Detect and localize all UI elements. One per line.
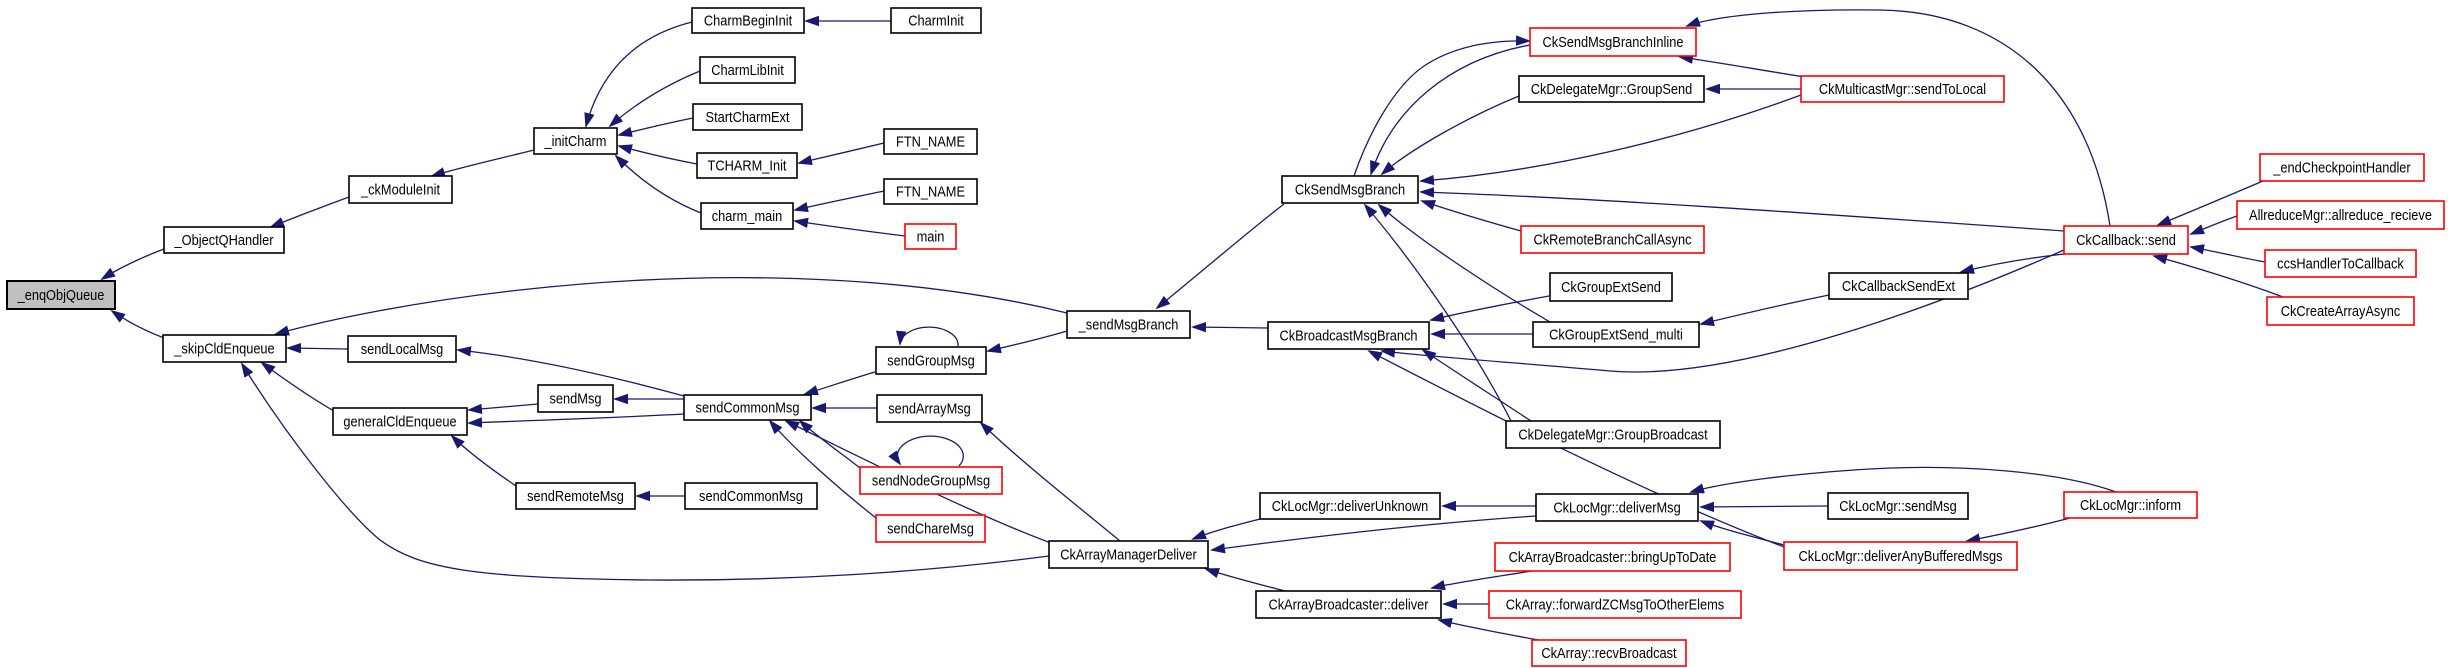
svg-text:StartCharmExt: StartCharmExt <box>706 108 790 125</box>
svg-text:CkArrayBroadcaster::deliver: CkArrayBroadcaster::deliver <box>1268 596 1428 613</box>
svg-text:_enqObjQueue: _enqObjQueue <box>17 286 105 303</box>
svg-text:_initCharm: _initCharm <box>544 132 607 149</box>
svg-text:CkLocMgr::deliverAnyBufferedMs: CkLocMgr::deliverAnyBufferedMsgs <box>1798 547 2002 564</box>
svg-text:CkGroupExtSend: CkGroupExtSend <box>1561 278 1661 295</box>
svg-text:sendLocalMsg: sendLocalMsg <box>361 340 444 357</box>
svg-text:_sendMsgBranch: _sendMsgBranch <box>1078 316 1179 333</box>
svg-text:CkLocMgr::inform: CkLocMgr::inform <box>2080 496 2181 513</box>
svg-text:CharmLibInit: CharmLibInit <box>711 61 784 78</box>
svg-text:sendCommonMsg: sendCommonMsg <box>699 487 803 504</box>
svg-text:CkGroupExtSend_multi: CkGroupExtSend_multi <box>1549 326 1683 343</box>
svg-text:CkArray::forwardZCMsgToOtherEl: CkArray::forwardZCMsgToOtherElems <box>1506 596 1724 613</box>
svg-text:main: main <box>917 228 945 245</box>
svg-text:CkLocMgr::deliverUnknown: CkLocMgr::deliverUnknown <box>1272 497 1429 514</box>
svg-text:CkLocMgr::sendMsg: CkLocMgr::sendMsg <box>1839 497 1956 514</box>
svg-text:CkArrayBroadcaster::bringUpToD: CkArrayBroadcaster::bringUpToDate <box>1509 548 1717 565</box>
svg-text:generalCldEnqueue: generalCldEnqueue <box>343 413 456 430</box>
svg-text:sendChareMsg: sendChareMsg <box>887 520 974 537</box>
svg-text:sendCommonMsg: sendCommonMsg <box>696 399 800 416</box>
svg-text:CkArray::recvBroadcast: CkArray::recvBroadcast <box>1541 644 1676 661</box>
svg-text:sendMsg: sendMsg <box>550 390 602 407</box>
svg-text:CkCreateArrayAsync: CkCreateArrayAsync <box>2281 302 2401 319</box>
svg-text:_ckModuleInit: _ckModuleInit <box>360 181 440 198</box>
svg-text:CharmBeginInit: CharmBeginInit <box>704 12 792 29</box>
svg-text:CkRemoteBranchCallAsync: CkRemoteBranchCallAsync <box>1534 231 1692 248</box>
svg-text:ccsHandlerToCallback: ccsHandlerToCallback <box>2277 255 2405 272</box>
svg-text:sendNodeGroupMsg: sendNodeGroupMsg <box>872 472 990 489</box>
svg-text:CkSendMsgBranchInline: CkSendMsgBranchInline <box>1543 33 1684 50</box>
svg-text:_endCheckpointHandler: _endCheckpointHandler <box>2272 159 2411 176</box>
svg-text:CkDelegateMgr::GroupSend: CkDelegateMgr::GroupSend <box>1531 80 1693 97</box>
svg-text:CharmInit: CharmInit <box>908 12 964 29</box>
svg-text:CkArrayManagerDeliver: CkArrayManagerDeliver <box>1060 546 1197 563</box>
svg-text:CkCallback::send: CkCallback::send <box>2076 231 2176 248</box>
svg-text:CkSendMsgBranch: CkSendMsgBranch <box>1295 181 1405 198</box>
svg-text:FTN_NAME: FTN_NAME <box>896 133 965 150</box>
svg-text:CkCallbackSendExt: CkCallbackSendExt <box>1842 277 1955 294</box>
svg-text:_ObjectQHandler: _ObjectQHandler <box>174 231 274 248</box>
svg-text:CkLocMgr::deliverMsg: CkLocMgr::deliverMsg <box>1553 499 1680 516</box>
svg-text:TCHARM_Init: TCHARM_Init <box>708 157 787 174</box>
svg-text:AllreduceMgr::allreduce_reciev: AllreduceMgr::allreduce_recieve <box>2249 206 2432 223</box>
svg-text:charm_main: charm_main <box>712 207 782 224</box>
svg-text:CkDelegateMgr::GroupBroadcast: CkDelegateMgr::GroupBroadcast <box>1518 426 1707 443</box>
svg-text:sendGroupMsg: sendGroupMsg <box>887 352 975 369</box>
svg-text:_skipCldEnqueue: _skipCldEnqueue <box>173 340 274 357</box>
svg-text:FTN_NAME: FTN_NAME <box>896 183 965 200</box>
svg-text:CkBroadcastMsgBranch: CkBroadcastMsgBranch <box>1279 327 1417 344</box>
svg-text:sendArrayMsg: sendArrayMsg <box>888 400 971 417</box>
svg-text:sendRemoteMsg: sendRemoteMsg <box>527 487 624 504</box>
svg-text:CkMulticastMgr::sendToLocal: CkMulticastMgr::sendToLocal <box>1819 80 1986 97</box>
